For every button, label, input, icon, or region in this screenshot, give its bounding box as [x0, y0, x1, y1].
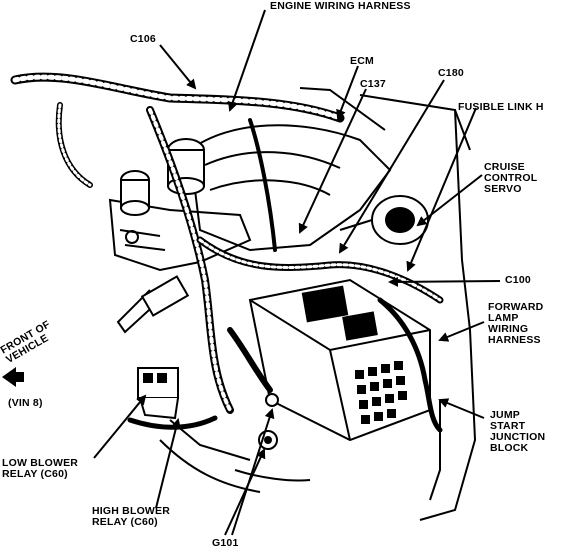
- label-cruise-control-servo: CRUISE CONTROL SERVO: [484, 161, 538, 195]
- front-arrow-icon: [2, 367, 24, 387]
- fender-outline: [299, 87, 477, 521]
- label-c180: C180: [438, 67, 464, 79]
- blower-relays: [137, 367, 179, 420]
- label-forward-lamp-wiring-harness: FORWARD LAMP WIRING HARNESS: [488, 301, 544, 346]
- engine-block: [108, 124, 392, 272]
- label-high-blower-relay: HIGH BLOWER RELAY (C60): [92, 505, 171, 528]
- leader-lines: [93, 9, 501, 536]
- junction-box: [248, 278, 431, 442]
- fuse-grid: [355, 361, 407, 424]
- label-fusible-link-h: FUSIBLE LINK H: [458, 101, 544, 113]
- label-c106: C106: [130, 33, 156, 45]
- label-jump-start-junction-block: JUMP START JUNCTION BLOCK: [490, 409, 546, 454]
- label-vin-8: (VIN 8): [8, 397, 43, 409]
- label-engine-wiring-harness: ENGINE WIRING HARNESS: [270, 0, 411, 12]
- label-g101: G101: [212, 537, 239, 549]
- label-c137: C137: [360, 78, 386, 90]
- label-ecm: ECM: [350, 55, 374, 67]
- front-fender-lower: [159, 419, 311, 493]
- label-c100: C100: [505, 274, 531, 286]
- label-low-blower-relay: LOW BLOWER RELAY (C60): [2, 457, 79, 480]
- cruise-servo: [339, 195, 429, 245]
